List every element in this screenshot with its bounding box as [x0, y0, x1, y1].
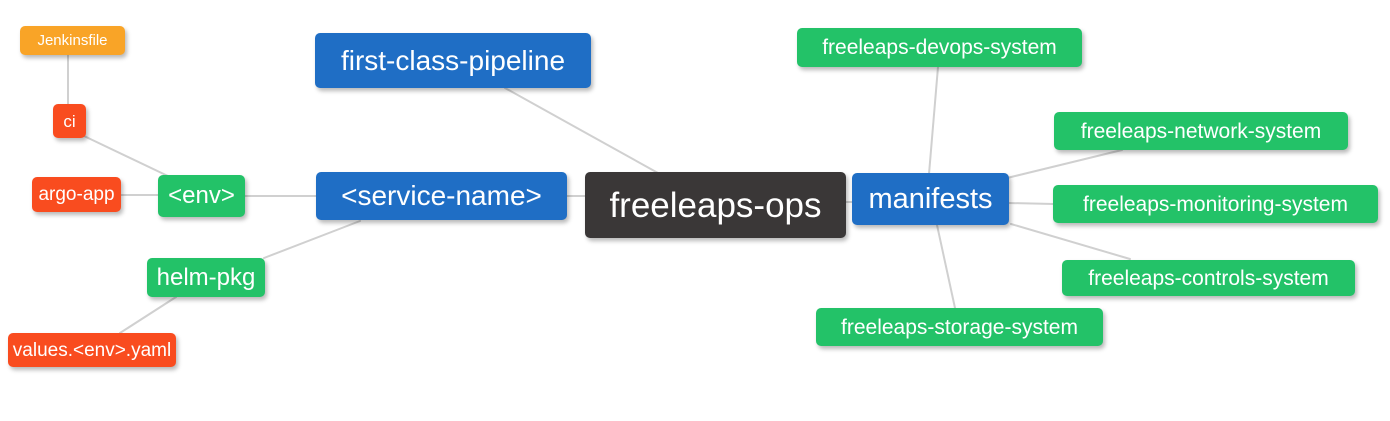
node-env[interactable]: <env>	[158, 175, 245, 217]
node-freeleaps-monitoring-system[interactable]: freeleaps-monitoring-system	[1053, 185, 1378, 223]
node-label: freeleaps-monitoring-system	[1083, 192, 1348, 216]
node-label: Jenkinsfile	[37, 32, 108, 49]
node-freeleaps-storage-system[interactable]: freeleaps-storage-system	[816, 308, 1103, 346]
node-label: <service-name>	[341, 180, 542, 211]
edge-helm-pkg-to-values-env-yaml	[119, 296, 177, 334]
edge-ci-to-env	[83, 135, 171, 178]
node-label: ci	[63, 111, 76, 131]
node-freeleaps-controls-system[interactable]: freeleaps-controls-system	[1062, 260, 1355, 296]
node-jenkinsfile[interactable]: Jenkinsfile	[20, 26, 125, 55]
node-values-env-yaml[interactable]: values.<env>.yaml	[8, 333, 176, 367]
node-label: manifests	[868, 182, 993, 215]
node-service-name[interactable]: <service-name>	[316, 172, 567, 220]
node-label: argo-app	[38, 184, 115, 205]
node-freeleaps-ops[interactable]: freeleaps-ops	[585, 172, 846, 238]
node-label: freeleaps-ops	[609, 185, 822, 225]
node-manifests[interactable]: manifests	[852, 173, 1009, 225]
node-label: freeleaps-devops-system	[822, 36, 1057, 59]
node-freeleaps-devops-system[interactable]: freeleaps-devops-system	[797, 28, 1082, 67]
node-label: first-class-pipeline	[340, 44, 566, 76]
node-helm-pkg[interactable]: helm-pkg	[147, 258, 265, 297]
node-label: <env>	[168, 182, 235, 209]
node-first-class-pipeline[interactable]: first-class-pipeline	[315, 33, 591, 88]
node-argo-app[interactable]: argo-app	[32, 177, 121, 212]
edge-manifests-to-freeleaps-monitoring-system	[1007, 202, 1055, 205]
edge-manifests-to-freeleaps-devops-system	[928, 66, 939, 175]
edge-manifests-to-freeleaps-network-system	[1006, 149, 1123, 179]
node-ci[interactable]: ci	[53, 104, 86, 138]
node-label: freeleaps-network-system	[1080, 119, 1322, 143]
node-freeleaps-network-system[interactable]: freeleaps-network-system	[1054, 112, 1348, 150]
edge-manifests-to-freeleaps-storage-system	[936, 224, 956, 309]
node-label: freeleaps-storage-system	[841, 315, 1078, 339]
edge-service-name-to-helm-pkg	[263, 220, 361, 259]
edge-first-class-pipeline-to-freeleaps-ops	[504, 87, 659, 174]
node-label: freeleaps-controls-system	[1088, 266, 1329, 290]
edge-manifests-to-freeleaps-controls-system	[1010, 223, 1131, 260]
node-label: values.<env>.yaml	[12, 339, 172, 361]
node-label: helm-pkg	[156, 263, 256, 291]
